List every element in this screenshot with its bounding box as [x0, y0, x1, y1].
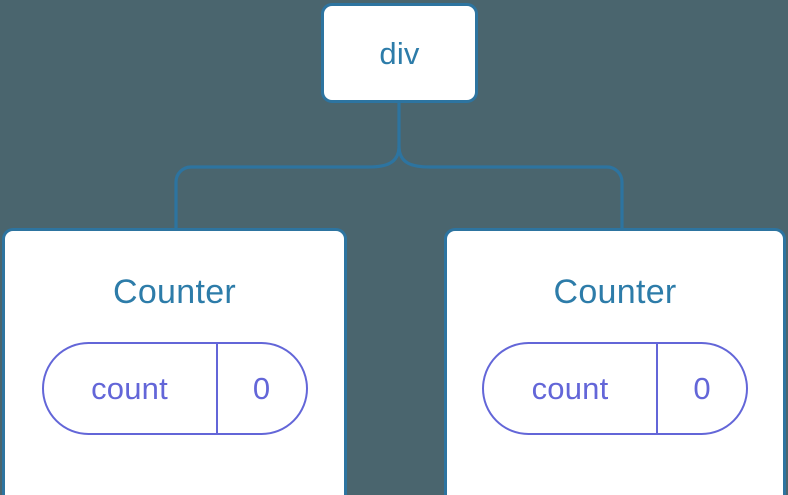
node-counter-0[interactable]: Counter count 0 — [2, 228, 347, 495]
edge-root-to-counter-0 — [174, 145, 401, 230]
state-value-label: 0 — [252, 370, 271, 406]
state-value-label: 0 — [693, 370, 711, 406]
state-key-label: count — [91, 370, 168, 406]
edge-root-to-counter-1 — [397, 145, 624, 230]
state-pill-divider — [215, 344, 218, 433]
state-pill-divider — [656, 344, 658, 433]
state-pill-counter-1[interactable]: count 0 — [482, 342, 748, 435]
node-counter-0-label: Counter — [112, 273, 237, 311]
node-counter-1-label: Counter — [553, 273, 677, 311]
node-div[interactable]: div — [321, 3, 478, 103]
node-div-label: div — [379, 35, 420, 71]
state-key-label: count — [531, 370, 609, 406]
state-pill-counter-0[interactable]: count 0 — [41, 342, 308, 435]
node-counter-1[interactable]: Counter count 0 — [444, 228, 786, 495]
